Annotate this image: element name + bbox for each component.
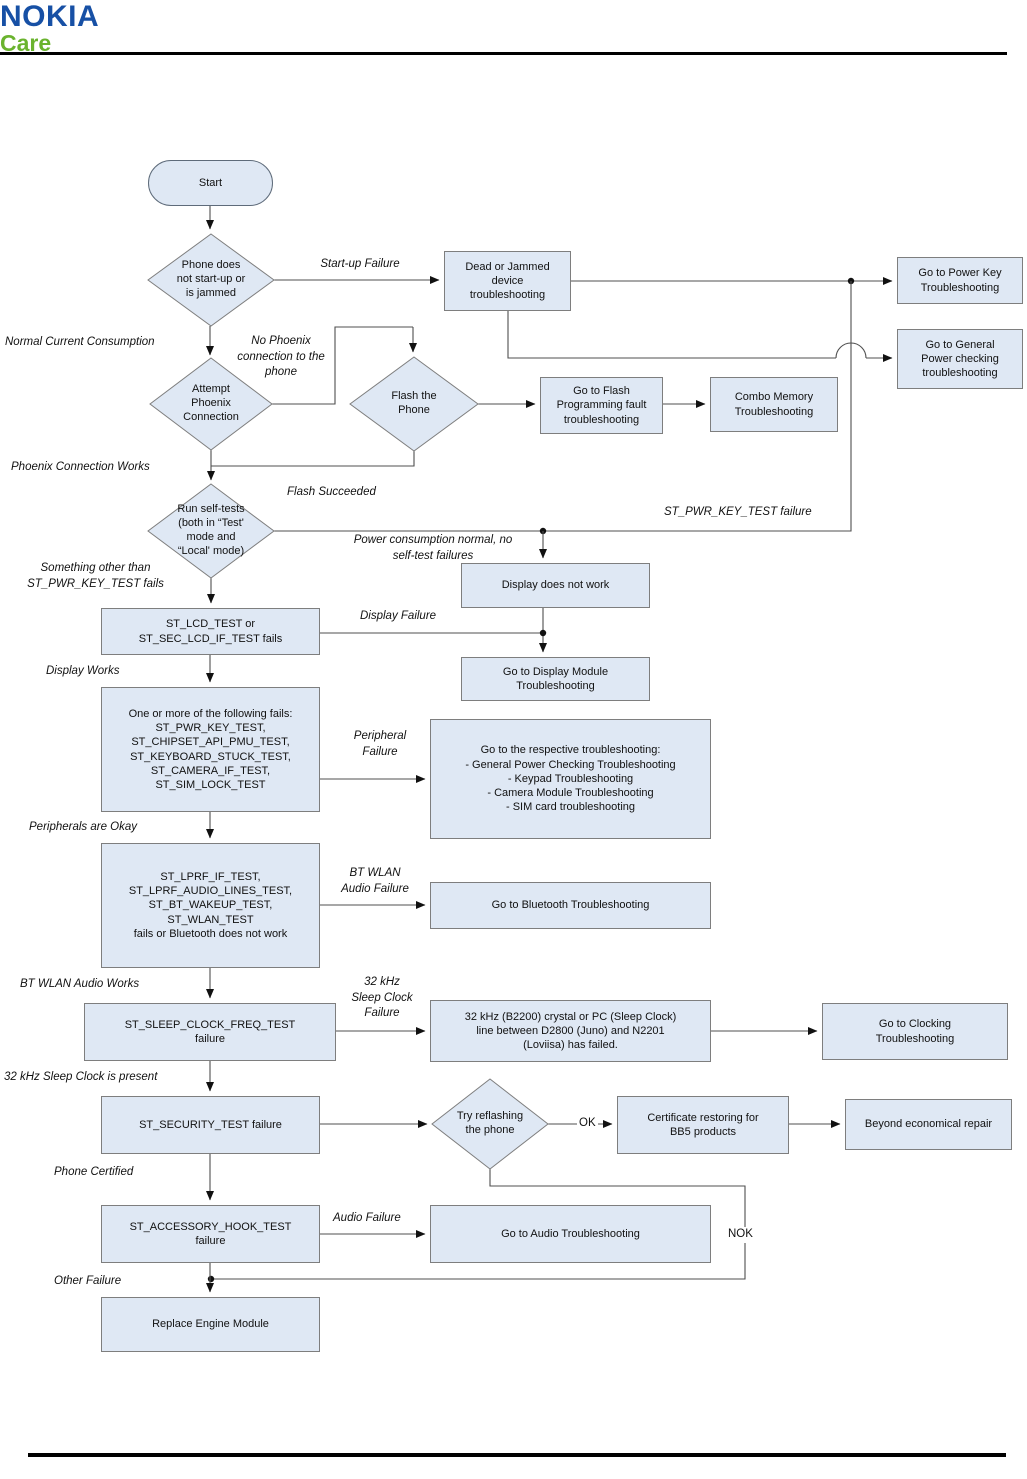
decision-diamond-try-reflashing: [431, 1078, 549, 1170]
nokia-care-logo: NOKIA Care: [0, 2, 99, 55]
node-one-or-more: One or more of the following fails: ST_P…: [101, 687, 320, 812]
decision-flash-phone-label: Flash the Phone: [391, 390, 437, 416]
node-security: ST_SECURITY_TEST failure: [101, 1096, 320, 1154]
edge-label-power-normal: Power consumption normal, no self-test f…: [353, 534, 513, 562]
edge-label-flash-succeeded: Flash Succeeded: [287, 486, 376, 498]
edge-label-phone-certified: Phone Certified: [54, 1166, 134, 1178]
edge-label-phoenix-works: Phoenix Connection Works: [11, 461, 150, 473]
node-bluetooth: Go to Bluetooth Troubleshooting: [430, 882, 711, 929]
edge-label-nok: NOK: [726, 1227, 755, 1243]
edge-reflash-nok: [211, 1169, 746, 1280]
node-sleep-clock: ST_SLEEP_CLOCK_FREQ_TEST failure: [84, 1003, 336, 1061]
edge-label-sleep-clock-present: 32 kHz Sleep Clock is present: [4, 1071, 158, 1083]
header-divider: [0, 52, 1007, 55]
decision-diamond-attempt-phoenix: [149, 357, 273, 451]
node-certificate: Certificate restoring for BB5 products: [617, 1096, 789, 1154]
edge-label-normal-current: Normal Current Consumption: [5, 336, 155, 348]
decision-attempt-phoenix-label: Attempt Phoenix Connection: [183, 383, 239, 423]
edge-label-display-failure: Display Failure: [360, 610, 437, 622]
edge-label-no-phoenix: No Phoenix connection to the phone: [237, 335, 325, 379]
node-crystal: 32 kHz (B2200) crystal or PC (Sleep Cloc…: [430, 1000, 711, 1062]
node-audio: Go to Audio Troubleshooting: [430, 1205, 711, 1263]
decision-self-tests-label: Run self-tests (both in “Test' mode and …: [177, 503, 245, 557]
edge-label-peripheral-failure: Peripheral Failure: [353, 730, 407, 758]
nokia-logo-text: NOKIA: [0, 0, 100, 33]
node-dead-jammed: Dead or Jammed device troubleshooting: [444, 251, 571, 311]
node-display-module: Go to Display Module Troubleshooting: [461, 657, 650, 701]
node-flash-fault: Go to Flash Programming fault troublesho…: [540, 377, 663, 434]
edge-label-bt-wlan-failure: BT WLAN Audio Failure: [341, 867, 409, 895]
node-respective-troubleshooting: Go to the respective troubleshooting: - …: [430, 719, 711, 839]
edge-label-something-other: Something other than ST_PWR_KEY_TEST fai…: [27, 562, 164, 590]
edge-label-sleep-clock-failure: 32 kHz Sleep Clock Failure: [351, 976, 413, 1020]
decision-diamond-flash-phone: [349, 356, 479, 452]
care-logo-text: Care: [0, 30, 52, 56]
node-lcd-test: ST_LCD_TEST or ST_SEC_LCD_IF_TEST fails: [101, 608, 320, 655]
edge-selftests-pwrkey-failure: [274, 281, 852, 532]
edge-label-ok: OK: [577, 1116, 598, 1132]
node-display-not-work: Display does not work: [461, 563, 650, 608]
node-beyond-repair: Beyond economical repair: [845, 1099, 1012, 1150]
edge-label-startup-failure: Start-up Failure: [320, 258, 400, 270]
node-replace-engine: Replace Engine Module: [101, 1297, 320, 1352]
decision-phone-jam-label: Phone does not start-up or is jammed: [176, 259, 246, 299]
node-combo-memory: Combo Memory Troubleshooting: [710, 377, 838, 432]
footer-divider: [28, 1453, 1006, 1457]
decision-try-reflashing-label: Try reflashing the phone: [456, 1110, 524, 1136]
decision-diamond-phone-jam: [147, 233, 275, 327]
edge-flash-succeeded: [211, 451, 415, 467]
node-general-power: Go to General Power checking troubleshoo…: [897, 329, 1023, 389]
edge-label-bt-wlan-works: BT WLAN Audio Works: [20, 978, 140, 990]
edge-label-display-works: Display Works: [46, 665, 120, 677]
node-power-key: Go to Power Key Troubleshooting: [897, 257, 1023, 304]
node-lprf: ST_LPRF_IF_TEST, ST_LPRF_AUDIO_LINES_TES…: [101, 843, 320, 968]
junction-dot-replace: [207, 1275, 215, 1283]
edge-label-peripherals-okay: Peripherals are Okay: [29, 821, 138, 833]
node-start: Start: [148, 160, 273, 206]
junction-dot-displaymodule: [539, 629, 547, 637]
decision-diamond-self-tests: [147, 483, 275, 579]
edge-label-audio-failure: Audio Failure: [333, 1212, 401, 1224]
edge-label-other-failure: Other Failure: [54, 1275, 122, 1287]
edge-phoenix-to-flash: [272, 326, 413, 405]
node-clocking: Go to Clocking Troubleshooting: [822, 1003, 1008, 1060]
edge-deadjammed-down: [507, 311, 836, 359]
edge-label-pwr-key-failure: ST_PWR_KEY_TEST failure: [664, 506, 812, 518]
node-accessory: ST_ACCESSORY_HOOK_TEST failure: [101, 1205, 320, 1263]
